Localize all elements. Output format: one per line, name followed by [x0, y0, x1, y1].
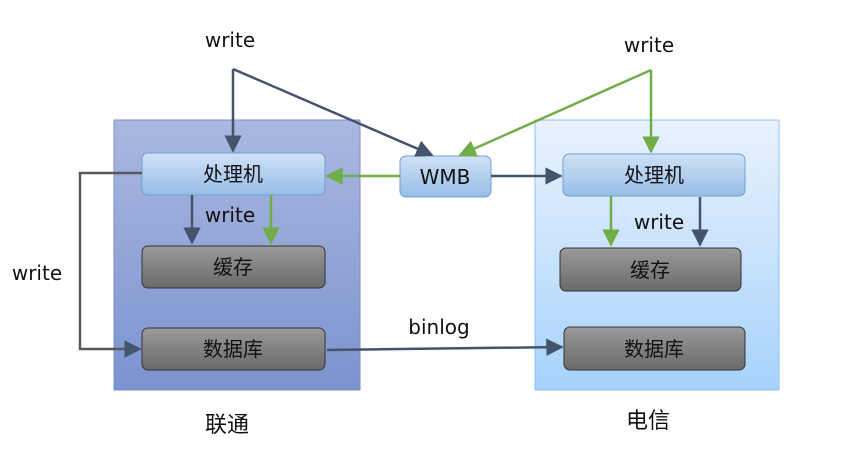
write-label-left-top: write	[205, 28, 255, 52]
write-label-left-inner: write	[205, 203, 255, 227]
binlog-label: binlog	[408, 315, 469, 339]
left-cache-box	[141, 245, 326, 289]
left-database-label: 数据库	[203, 337, 263, 361]
region-right-caption: 电信	[626, 409, 670, 434]
right-processor-label: 处理机	[624, 163, 684, 187]
right-database-label: 数据库	[624, 337, 684, 361]
right-database-box	[563, 326, 746, 371]
write-label-right-top: write	[624, 33, 674, 57]
left-processor-label: 处理机	[203, 162, 263, 186]
right-cache-label: 缓存	[630, 258, 670, 282]
write-label-left-side: write	[12, 261, 62, 285]
arrow-write-left-to-wmb	[232, 67, 434, 157]
wmb-label: WMB	[420, 165, 471, 189]
write-label-right-inner: write	[634, 210, 684, 234]
arrow-write-right-to-wmb	[458, 68, 652, 157]
region-left-caption: 联通	[205, 413, 249, 438]
right-processor-box	[562, 153, 746, 197]
arrow-left-processor-to-database	[78, 171, 142, 358]
left-database-box	[141, 327, 326, 371]
arrow-binlog	[326, 338, 564, 356]
right-cache-box	[559, 247, 742, 292]
left-cache-label: 缓存	[213, 255, 253, 279]
